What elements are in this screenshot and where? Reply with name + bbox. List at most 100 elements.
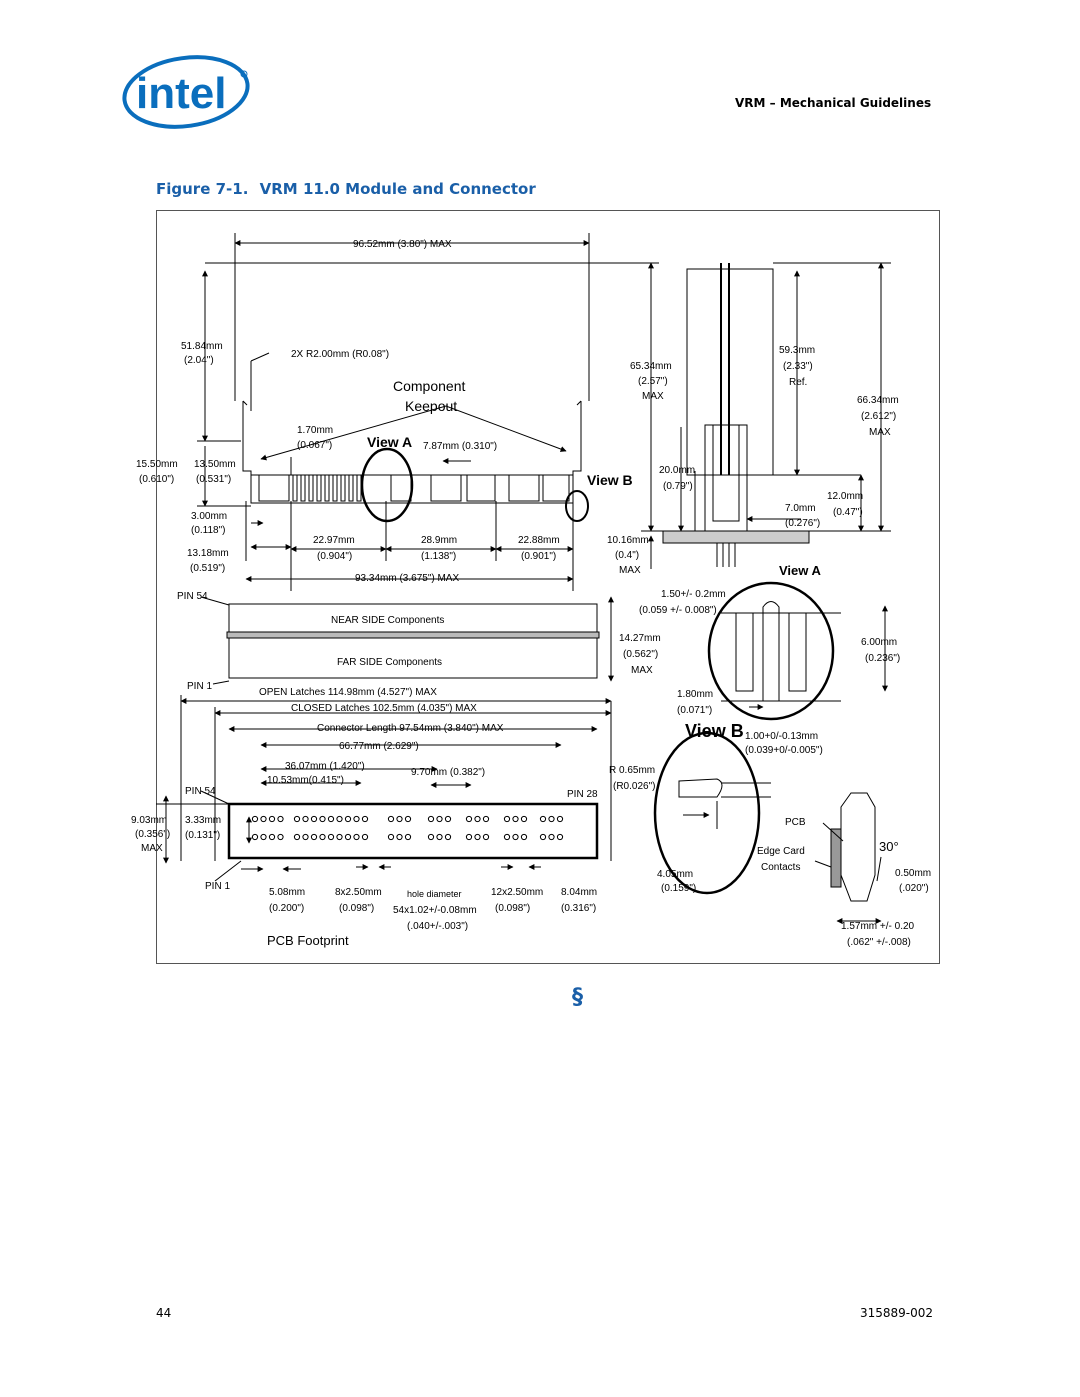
- label-h333: 3.33mm: [185, 815, 221, 826]
- label-pcb-footprint: PCB Footprint: [267, 933, 349, 948]
- figure-number: Figure 7-1.: [156, 180, 249, 198]
- label-top-width: 96.52mm (3.80") MAX: [353, 239, 452, 250]
- footprint-hole: [361, 833, 369, 841]
- label-h903: 9.03mm: [131, 815, 167, 826]
- label-h562: (0.562"): [623, 649, 658, 660]
- label-angle30: 30°: [879, 839, 899, 854]
- label-max-2: MAX: [619, 565, 641, 576]
- footprint-hole: [387, 815, 395, 823]
- footprint-hole: [444, 815, 452, 823]
- label-h356: (0.356"): [135, 829, 170, 840]
- footprint-holes: [251, 815, 564, 841]
- footprint-hole: [260, 815, 267, 823]
- footprint-hole: [427, 815, 435, 823]
- footprint-hole: [520, 833, 528, 841]
- label-h131: (0.131"): [185, 830, 220, 841]
- label-t062: (.062" +/-.008): [847, 937, 911, 948]
- mechanical-drawing: 96.52mm (3.80") MAX 51.84mm (2.04") 2X R…: [131, 210, 940, 964]
- label-r026: (R0.026"): [613, 781, 655, 792]
- label-radius: 2X R2.00mm (R0.08"): [291, 349, 389, 360]
- footprint-hole: [277, 833, 284, 841]
- label-r065: R 0.65mm: [609, 765, 655, 776]
- footprint-hole: [512, 815, 519, 823]
- label-t039: (0.039+0/-0.005"): [745, 745, 823, 756]
- footprint-hole: [503, 815, 511, 823]
- footprint-hole: [465, 815, 473, 823]
- intel-logo: intel: [118, 52, 258, 136]
- label-h1427: 14.27mm: [619, 633, 661, 644]
- label-max-3: MAX: [869, 427, 891, 438]
- label-w3607: 36.07mm (1.420"): [285, 761, 365, 772]
- footprint-hole: [268, 833, 276, 841]
- label-view-b: View B: [587, 472, 633, 488]
- label-h300: 3.00mm: [191, 511, 227, 522]
- footprint-hole: [251, 815, 259, 823]
- label-w508: 5.08mm: [269, 887, 305, 898]
- label-w200: (0.200"): [269, 903, 304, 914]
- label-d159: (0.159"): [661, 883, 696, 894]
- label-h276: (0.276"): [785, 518, 820, 529]
- label-open-latches: OPEN Latches 114.98mm (4.527") MAX: [259, 687, 437, 698]
- label-h6534: 65.34mm: [630, 361, 672, 372]
- label-edge-card: Edge Card: [757, 846, 805, 857]
- label-h600: 6.00mm: [861, 637, 897, 648]
- footprint-hole: [396, 833, 403, 841]
- label-h1016: 10.16mm: [607, 535, 649, 546]
- label-h047: (0.47"): [833, 507, 863, 518]
- footprint-hole: [353, 833, 360, 841]
- label-h079: (0.79"): [663, 481, 693, 492]
- label-w2297: 22.97mm: [313, 535, 355, 546]
- footprint-hole: [404, 815, 412, 823]
- footprint-hole: [319, 815, 326, 823]
- footprint-hole: [260, 833, 267, 841]
- label-h593: 59.3mm: [779, 345, 815, 356]
- label-pin1-bottom: PIN 1: [205, 881, 230, 892]
- label-d050: 0.50mm: [895, 868, 931, 879]
- label-connector-len: Connector Length 97.54mm (3.840") MAX: [317, 723, 504, 734]
- footprint-hole: [361, 815, 369, 823]
- label-h120: 12.0mm: [827, 491, 863, 502]
- label-max-5: MAX: [141, 843, 163, 854]
- label-w12x250: 12x2.50mm: [491, 887, 543, 898]
- label-hole-i: (.040+/-.003"): [407, 921, 468, 932]
- page-number: 44: [156, 1306, 172, 1320]
- footprint-hole: [310, 815, 318, 823]
- label-h257: (2.57"): [638, 376, 668, 387]
- label-w170: 1.70mm: [297, 425, 333, 436]
- label-h531: (0.531"): [196, 474, 231, 485]
- label-w970: 9.70mm (0.382"): [411, 767, 485, 778]
- label-w067: (0.067"): [297, 440, 332, 451]
- label-h6634: 66.34mm: [857, 395, 899, 406]
- footprint-hole: [353, 815, 360, 823]
- footprint-hole: [482, 815, 490, 823]
- label-h233: (2.33"): [783, 361, 813, 372]
- label-h519: (0.519"): [190, 563, 225, 574]
- footprint-hole: [482, 833, 490, 841]
- footprint-hole: [251, 833, 259, 841]
- footprint-hole: [293, 833, 301, 841]
- label-w1138: (1.138"): [421, 551, 456, 562]
- document-number: 315889-002: [860, 1306, 934, 1320]
- label-view-a: View A: [367, 434, 412, 450]
- label-t157: 1.57mm +/- 0.20: [841, 921, 915, 932]
- label-view-a-detail: View A: [779, 563, 822, 578]
- label-d150: 1.50+/- 0.2mm: [661, 589, 726, 600]
- footprint-hole: [465, 833, 473, 841]
- label-d059: (0.059 +/- 0.008"): [639, 605, 717, 616]
- footprint-hole: [474, 833, 481, 841]
- footprint-hole: [277, 815, 284, 823]
- label-pin54-bottom: PIN 54: [185, 786, 216, 797]
- footprint-hole: [268, 815, 276, 823]
- footprint-hole: [436, 833, 443, 841]
- label-closed-latches: CLOSED Latches 102.5mm (4.035") MAX: [291, 703, 477, 714]
- label-w9334: 93.34mm (3.675") MAX: [355, 573, 459, 584]
- label-d071: (0.071"): [677, 705, 712, 716]
- footprint-hole: [319, 833, 326, 841]
- footprint-hole: [302, 833, 309, 841]
- footprint-hole: [444, 833, 452, 841]
- label-h5184: 51.84mm: [181, 341, 223, 352]
- label-max-1: MAX: [642, 391, 664, 402]
- label-h70: 7.0mm: [785, 503, 816, 514]
- section-title: VRM – Mechanical Guidelines: [735, 96, 932, 110]
- label-w8x250: 8x2.50mm: [335, 887, 382, 898]
